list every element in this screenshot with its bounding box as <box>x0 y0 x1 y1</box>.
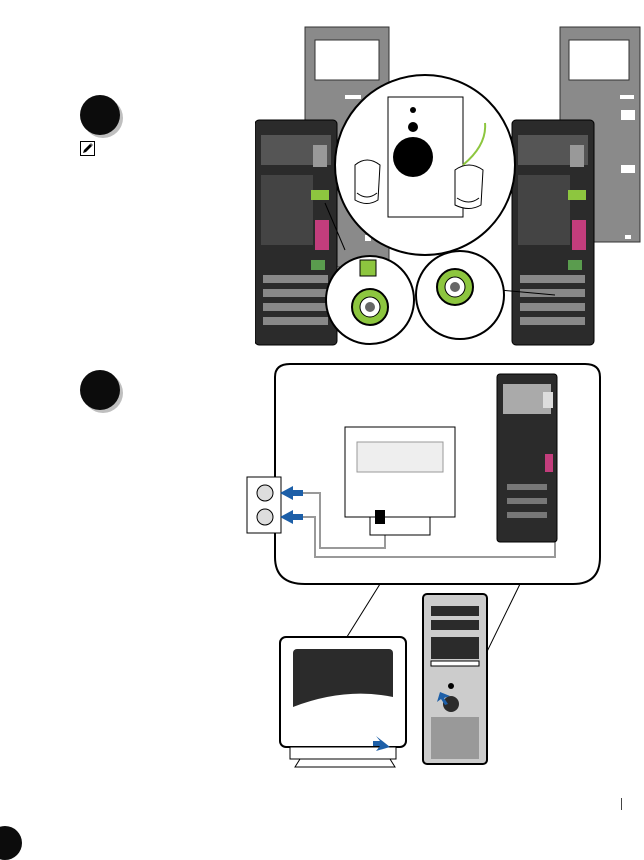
speaker-callout <box>334 74 516 256</box>
computer-front-tower <box>422 593 488 765</box>
computer-back-power <box>496 373 558 543</box>
monitor-back <box>344 426 456 536</box>
page-edge-rule <box>621 798 622 810</box>
speaker-connection-illustration <box>255 26 641 346</box>
right-computer-back <box>511 119 595 346</box>
step-1-badge <box>80 95 120 135</box>
left-computer-back <box>255 119 338 346</box>
corner-bleed-mark <box>0 826 22 860</box>
power-connection-illustration <box>246 363 601 768</box>
step-2-badge <box>80 370 120 410</box>
monitor-front <box>279 636 407 768</box>
wall-outlet <box>246 476 282 534</box>
power-arrows <box>280 486 303 524</box>
audio-jack-callout-left <box>324 202 415 345</box>
audio-jack-callout-right <box>415 250 556 340</box>
note-pencil-icon <box>80 141 95 156</box>
